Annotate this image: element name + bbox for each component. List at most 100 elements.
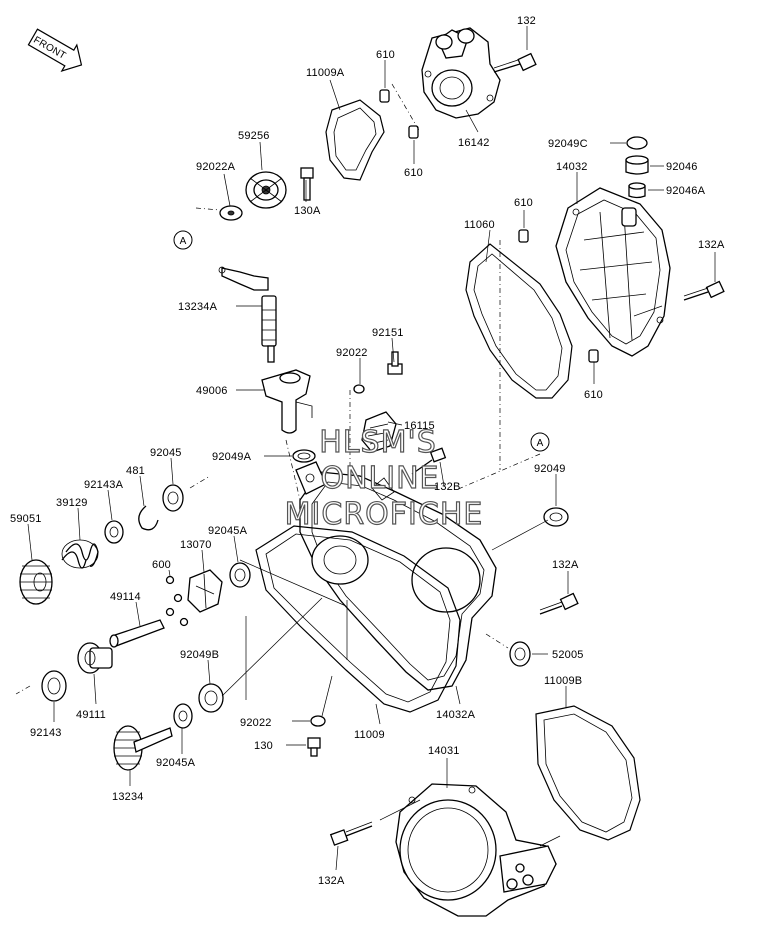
part-label: 16142 bbox=[458, 137, 490, 149]
part-label: 92143A bbox=[84, 479, 124, 491]
part-label: 92045A bbox=[208, 525, 248, 537]
bolt-132-top bbox=[493, 52, 537, 73]
water-pump-cover bbox=[421, 27, 501, 119]
part-label: 130A bbox=[294, 205, 321, 217]
part-label: 14032A bbox=[436, 709, 476, 721]
part-label: 132 bbox=[517, 15, 536, 27]
part-label: 610 bbox=[376, 49, 395, 61]
seal-92049c bbox=[626, 136, 648, 150]
part-label: 52005 bbox=[552, 649, 584, 661]
watermark-line-3: MICROFICHE bbox=[285, 497, 484, 532]
watermark-line-2: ONLINE bbox=[320, 461, 439, 496]
part-label: 132B bbox=[434, 481, 461, 493]
part-label: 610 bbox=[584, 389, 603, 401]
sensor-16115 bbox=[361, 411, 397, 453]
alignment-lines bbox=[15, 83, 541, 695]
part-label: 92143 bbox=[30, 727, 62, 739]
part-label: 49006 bbox=[196, 385, 228, 397]
part-label: 132A bbox=[318, 875, 345, 887]
plug-52005 bbox=[509, 641, 531, 667]
gear-49111 bbox=[77, 642, 113, 674]
watermark: HLSM'S ONLINE MICROFICHE bbox=[284, 424, 484, 532]
bolt-132a-right bbox=[683, 280, 725, 301]
part-label: 92049 bbox=[534, 463, 566, 475]
part-label: 132A bbox=[552, 559, 579, 571]
part-label: 11060 bbox=[464, 219, 495, 231]
bolt-130 bbox=[307, 737, 321, 757]
part-label: 11009B bbox=[544, 675, 582, 687]
bolt-130a bbox=[300, 167, 314, 201]
part-label: 14032 bbox=[556, 161, 588, 173]
bolt-132a-bottom bbox=[329, 821, 373, 846]
part-label: 610 bbox=[404, 167, 423, 179]
impeller-59256 bbox=[245, 171, 287, 209]
part-label: 92022 bbox=[240, 717, 272, 729]
seal-92143 bbox=[41, 670, 67, 702]
bearing-92045a-lower bbox=[173, 703, 193, 729]
lever-49006 bbox=[261, 369, 313, 434]
bearing-92045a-upper bbox=[229, 562, 251, 588]
front-arrow-badge: FRONT bbox=[27, 28, 83, 73]
part-label: 39129 bbox=[56, 497, 88, 509]
gear-59051 bbox=[19, 559, 53, 605]
part-label: 59051 bbox=[10, 513, 42, 525]
seal-92049 bbox=[543, 507, 569, 527]
circlip-481 bbox=[138, 505, 159, 531]
magneto-cover-14031 bbox=[395, 783, 557, 917]
bolt-92151 bbox=[387, 351, 403, 375]
svg-text:A: A bbox=[537, 438, 544, 449]
gear-13234 bbox=[113, 725, 173, 771]
part-label: 59256 bbox=[238, 130, 270, 142]
part-label: 92151 bbox=[372, 327, 404, 339]
dowel-pin-c bbox=[518, 229, 529, 243]
part-label: 130 bbox=[254, 740, 273, 752]
leader-lines bbox=[27, 26, 716, 871]
shaft-13234a bbox=[218, 266, 277, 363]
clutch-cover-14032 bbox=[555, 187, 671, 357]
part-label: 14031 bbox=[428, 745, 460, 757]
part-label: 13070 bbox=[180, 539, 212, 551]
part-label: 92022A bbox=[196, 161, 236, 173]
part-label: 92045 bbox=[150, 447, 182, 459]
part-label: 49114 bbox=[110, 591, 141, 603]
washer-92143a bbox=[104, 520, 124, 544]
part-label: 600 bbox=[152, 559, 171, 571]
part-label: 13234 bbox=[112, 791, 144, 803]
dowel-pin-a bbox=[379, 89, 390, 103]
part-label: 481 bbox=[126, 465, 145, 477]
spring-39129 bbox=[61, 539, 99, 569]
gasket-11009a bbox=[325, 99, 385, 181]
part-label: 16115 bbox=[404, 420, 435, 432]
bearing-92045 bbox=[162, 484, 184, 512]
part-label: 92049C bbox=[548, 138, 588, 150]
shaft-49114 bbox=[109, 619, 165, 648]
part-label: 132A bbox=[698, 239, 725, 251]
part-label: 92049A bbox=[212, 451, 252, 463]
bolt-132a-mid bbox=[539, 592, 579, 615]
gasket-11009b bbox=[535, 705, 641, 841]
dowel-pin-d bbox=[588, 349, 599, 363]
part-label: 92022 bbox=[336, 347, 368, 359]
part-label: 11009 bbox=[354, 729, 385, 741]
svg-text:A: A bbox=[180, 236, 187, 247]
part-label: 92046 bbox=[666, 161, 698, 173]
part-label: 610 bbox=[514, 197, 533, 209]
bolt-132b bbox=[411, 447, 447, 475]
balls-600 bbox=[165, 575, 189, 627]
rotor-13070 bbox=[187, 569, 223, 613]
seal-92049a bbox=[292, 449, 316, 463]
dowel-pin-b bbox=[408, 125, 419, 139]
washer-92022-mid bbox=[353, 384, 365, 394]
watermark-line-1: HLSM'S bbox=[319, 425, 437, 460]
ref-marker-a-right: A bbox=[530, 432, 550, 452]
gasket-11009 bbox=[255, 525, 461, 713]
part-label: 92049B bbox=[180, 649, 219, 661]
part-label: 49111 bbox=[76, 709, 106, 721]
part-labels: 132 610 11009A 610 16142 59256 92022A 13… bbox=[10, 15, 725, 887]
part-label: 13234A bbox=[178, 301, 218, 313]
part-label: 92046A bbox=[666, 185, 706, 197]
part-label: 92045A bbox=[156, 757, 196, 769]
washer-92022-lower bbox=[310, 715, 326, 727]
part-label: 11009A bbox=[306, 67, 345, 79]
